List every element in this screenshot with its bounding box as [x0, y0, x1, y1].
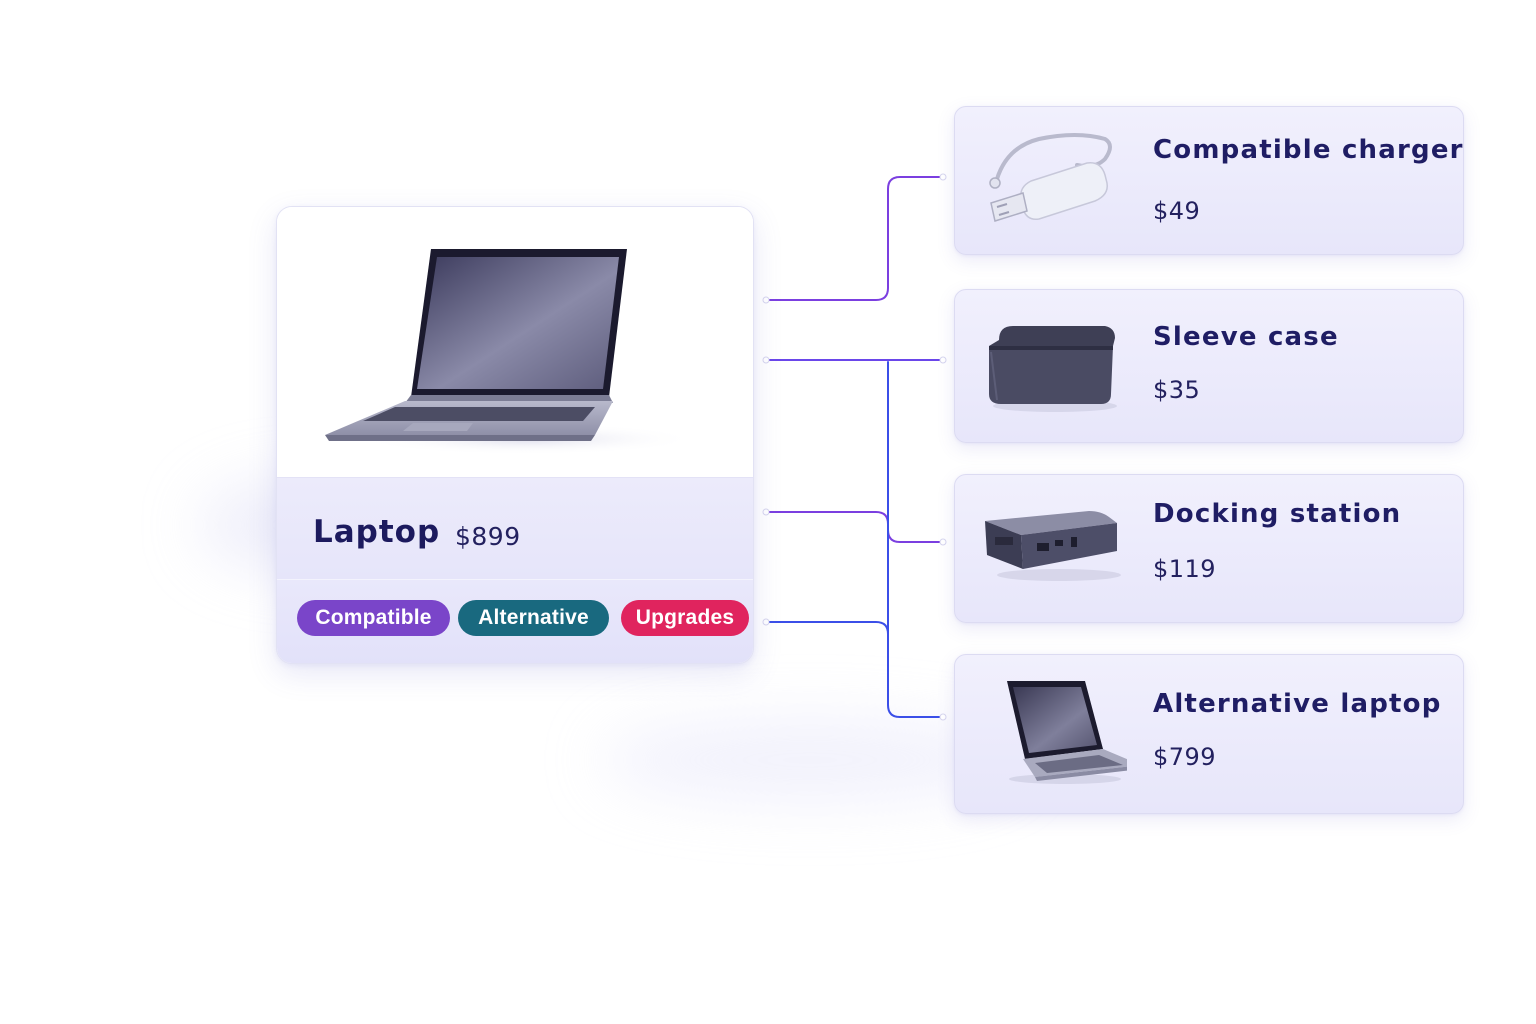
- connector-trunk: [887, 361, 941, 718]
- sleeve-case-icon: [989, 326, 1117, 412]
- connector-node: [939, 356, 947, 364]
- recommendation-thumbnail: [977, 495, 1127, 605]
- recommendation-card-alternative-laptop[interactable]: Alternative laptop $799: [954, 654, 1464, 814]
- main-product-info: Laptop $899: [277, 477, 753, 579]
- recommendation-card-compatible-charger[interactable]: Compatible charger $49: [954, 106, 1464, 255]
- usb-charger-icon: [989, 133, 1112, 222]
- laptop-icon: [325, 249, 697, 455]
- main-product-price: $899: [455, 522, 521, 551]
- recommendation-price: $49: [1153, 197, 1201, 225]
- recommendation-name: Sleeve case: [1153, 322, 1339, 352]
- connector-alternative-laptop: [765, 621, 889, 635]
- recommendation-thumbnail: [977, 312, 1127, 422]
- tag-alternative[interactable]: Alternative: [458, 600, 609, 636]
- connector-node: [939, 538, 947, 546]
- recommendation-thumbnail: [977, 125, 1127, 235]
- recommendation-price: $35: [1153, 376, 1201, 404]
- laptop-icon: [1007, 681, 1141, 784]
- connector-node: [939, 713, 947, 721]
- connector-compatible-charger: [765, 176, 941, 301]
- recommendation-name: Compatible charger: [1153, 135, 1464, 165]
- recommendation-thumbnail: [977, 675, 1141, 785]
- tag-upgrades[interactable]: Upgrades: [621, 600, 749, 636]
- connector-node: [939, 173, 947, 181]
- recommendation-card-sleeve-case[interactable]: Sleeve case $35: [954, 289, 1464, 443]
- main-product-image: [277, 207, 753, 477]
- tag-compatible[interactable]: Compatible: [297, 600, 450, 636]
- connector-docking-station: [765, 511, 941, 543]
- recommendation-price: $799: [1153, 743, 1217, 771]
- recommendation-name: Alternative laptop: [1153, 689, 1442, 719]
- connector-node: [762, 296, 770, 304]
- connector-node: [762, 618, 770, 626]
- docking-station-icon: [985, 511, 1121, 581]
- recommendation-name: Docking station: [1153, 499, 1402, 529]
- main-product-card[interactable]: Laptop $899 Compatible Alternative Upgra…: [276, 206, 754, 664]
- connector-node: [762, 356, 770, 364]
- recommendation-price: $119: [1153, 555, 1217, 583]
- relation-tags: Compatible Alternative Upgrades: [277, 579, 753, 663]
- recommendation-card-docking-station[interactable]: Docking station $119: [954, 474, 1464, 623]
- connector-node: [762, 508, 770, 516]
- main-product-name: Laptop: [313, 514, 441, 550]
